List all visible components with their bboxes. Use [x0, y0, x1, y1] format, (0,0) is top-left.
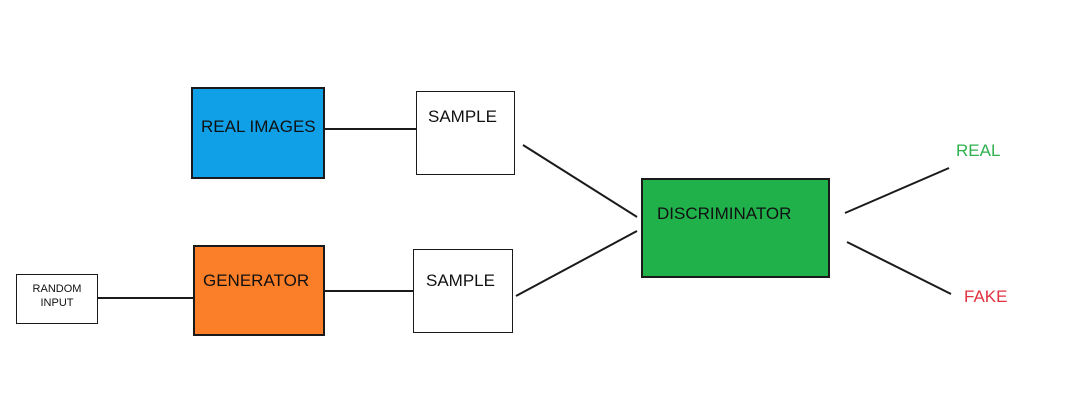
generator-node: GENERATOR — [193, 245, 325, 336]
random-input-label-line2: INPUT — [40, 297, 74, 309]
edge-discriminator-to-fake — [846, 241, 952, 295]
sample-bottom-node: SAMPLE — [413, 249, 513, 333]
real-images-label: REAL IMAGES — [201, 117, 316, 136]
fake-output-label: FAKE — [964, 287, 1008, 306]
sample-top-label: SAMPLE — [428, 107, 497, 126]
discriminator-node: DISCRIMINATOR — [641, 178, 830, 278]
sample-bottom-label: SAMPLE — [426, 271, 495, 290]
edge-discriminator-to-real — [844, 167, 950, 214]
random-input-label-line1: RANDOM — [32, 283, 82, 295]
edge-sample-top-to-discriminator — [522, 144, 638, 218]
generator-label: GENERATOR — [203, 271, 310, 290]
real-images-node: REAL IMAGES — [191, 87, 325, 179]
edge-sample-bottom-to-discriminator — [515, 230, 638, 297]
random-input-label: RANDOM INPUT — [17, 282, 97, 310]
discriminator-label: DISCRIMINATOR — [657, 204, 792, 223]
random-input-node: RANDOM INPUT — [16, 274, 98, 324]
sample-top-node: SAMPLE — [416, 91, 515, 175]
real-output-label: REAL — [956, 141, 1001, 160]
